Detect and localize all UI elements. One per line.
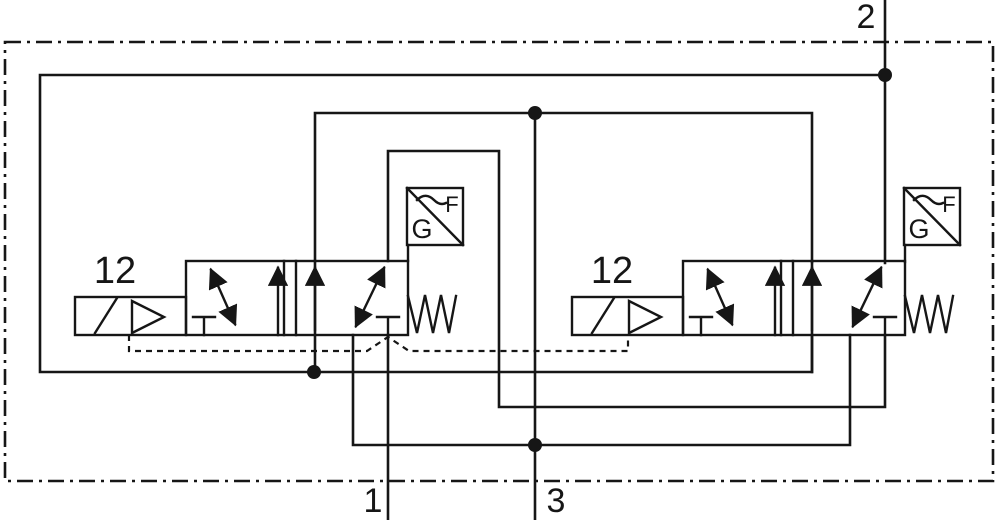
flow-control-box: G F [902, 186, 962, 264]
valve-assembly-left: 12 G F [73, 186, 465, 337]
blocked-port-t-icon [191, 315, 217, 337]
flow-control-curve-icon [415, 194, 448, 206]
flow-loop-wire [386, 149, 887, 409]
pilot-triangle-icon [627, 299, 664, 335]
return-spring-icon [903, 294, 955, 334]
flow-control-letter-g: G [411, 214, 432, 244]
solenoid-box [73, 295, 188, 337]
flow-control-box: G F [405, 186, 465, 263]
flow-control-letter-f: F [445, 192, 458, 217]
junction-dot-left-output [307, 365, 321, 379]
solenoid-box [570, 295, 685, 337]
flow-control-letter-g: G [908, 214, 929, 244]
port-3-label: 3 [547, 482, 566, 520]
flow-path-diagonal-arrow [851, 265, 883, 329]
valve-position-divider [779, 259, 795, 337]
port-1-label: 1 [364, 482, 383, 520]
blocked-port-t-icon [872, 315, 898, 337]
pilot-triangle-icon [130, 299, 167, 335]
blocked-port-t-icon [688, 315, 714, 337]
flow-path-diagonal-arrow [354, 265, 386, 329]
pilot-port-label: 12 [94, 250, 136, 292]
pilot-port-label: 12 [591, 250, 633, 292]
flow-control-letter-f: F [942, 192, 955, 217]
flow-control-frame [902, 186, 962, 247]
valve-position-divider [282, 259, 298, 337]
pilot-control-line [127, 335, 630, 353]
flow-control-diagonal [405, 186, 465, 247]
junction-dot-port2 [878, 68, 892, 82]
port-2-label: 2 [857, 0, 876, 36]
flow-control-diagonal [902, 186, 962, 247]
junction-dot-port3 [528, 438, 542, 452]
valve-assembly-right: 12 G F [570, 186, 962, 374]
exhaust-link-wire [351, 333, 852, 447]
flow-control-curve-icon [912, 194, 945, 206]
flow-path-diagonal-arrow [705, 267, 735, 327]
solenoid-slash-icon [590, 296, 616, 335]
solenoid-slash-icon [93, 296, 119, 335]
upper-link-wire [313, 111, 814, 264]
junction-dot-top-center [528, 106, 542, 120]
flow-control-frame [405, 186, 465, 247]
return-spring-icon [406, 294, 458, 334]
flow-path-diagonal-arrow [208, 267, 238, 327]
blocked-port-t-icon [375, 315, 401, 337]
